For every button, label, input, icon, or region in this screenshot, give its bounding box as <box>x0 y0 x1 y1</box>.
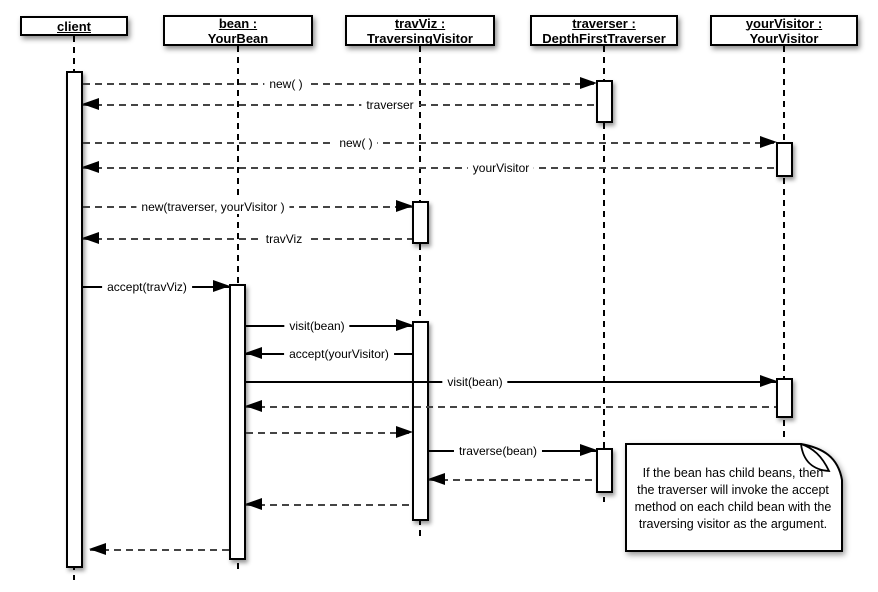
message-label: new( ) <box>334 136 378 150</box>
activation-traverser-traverse <box>596 448 613 493</box>
message-label: traverser <box>361 98 419 112</box>
arrowhead-icon <box>396 319 413 331</box>
object-label: YourVisitor <box>749 30 819 46</box>
message-label: traverse(bean) <box>453 444 543 458</box>
object-box-client: client <box>20 16 128 36</box>
arrowhead-icon <box>245 347 262 359</box>
activation-traverser-new <box>596 80 613 123</box>
object-label: client <box>57 18 91 34</box>
message-line <box>83 83 596 85</box>
arrowhead-icon <box>82 161 99 173</box>
activation-yourvisitor-new <box>776 142 793 177</box>
object-label: travViz : <box>394 15 446 31</box>
object-box-yourvisitor: yourVisitor : YourVisitor <box>710 15 858 46</box>
message-label: accept(yourVisitor) <box>284 347 394 361</box>
object-label: DepthFirstTraverser <box>542 30 666 46</box>
arrowhead-icon <box>82 232 99 244</box>
object-label: TraversingVisitor <box>367 30 473 46</box>
arrowhead-icon <box>396 426 413 438</box>
lifeline-traverser <box>603 46 605 502</box>
message-line <box>90 549 229 551</box>
message-line <box>429 479 596 481</box>
activation-bean <box>229 284 246 560</box>
message-label: visit(bean) <box>284 319 350 333</box>
lifeline-yourvisitor <box>783 46 785 440</box>
arrowhead-icon <box>428 473 445 485</box>
object-label: YourBean <box>207 30 269 46</box>
message-label: visit(bean) <box>442 375 508 389</box>
arrowhead-icon <box>245 498 262 510</box>
message-line <box>246 432 412 434</box>
object-label: bean : <box>218 15 258 31</box>
object-box-bean: bean : YourBean <box>163 15 313 46</box>
activation-travviz-visit <box>412 321 429 521</box>
arrowhead-icon <box>760 375 777 387</box>
arrowhead-icon <box>245 400 262 412</box>
object-box-traverser: traverser : DepthFirstTraverser <box>530 15 678 46</box>
arrowhead-icon <box>580 77 597 89</box>
message-line <box>246 406 776 408</box>
message-line <box>246 504 412 506</box>
message-label: new( ) <box>264 77 308 91</box>
object-label: traverser : <box>572 15 636 31</box>
message-line <box>83 167 776 169</box>
message-line <box>83 104 596 106</box>
arrowhead-icon <box>89 543 106 555</box>
message-label: yourVisitor <box>467 161 535 175</box>
arrowhead-icon <box>580 444 597 456</box>
message-label: new(traverser, yourVisitor ) <box>136 200 290 214</box>
activation-client <box>66 71 83 568</box>
note-outline-icon <box>625 443 843 552</box>
arrowhead-icon <box>396 200 413 212</box>
note: If the bean has child beans, then the tr… <box>625 443 843 552</box>
arrowhead-icon <box>213 280 230 292</box>
message-line <box>83 238 412 240</box>
message-line <box>83 142 776 144</box>
note-text: If the bean has child beans, then the tr… <box>634 466 832 531</box>
message-line <box>246 381 776 383</box>
lifeline-travviz <box>419 46 421 538</box>
activation-yourvisitor-visit <box>776 378 793 418</box>
object-box-travviz: travViz : TraversingVisitor <box>345 15 495 46</box>
message-label: travViz <box>260 232 308 246</box>
arrowhead-icon <box>760 136 777 148</box>
arrowhead-icon <box>82 98 99 110</box>
message-label: accept(travViz) <box>102 280 192 294</box>
object-label: yourVisitor : <box>745 15 823 31</box>
activation-travviz-new <box>412 201 429 244</box>
